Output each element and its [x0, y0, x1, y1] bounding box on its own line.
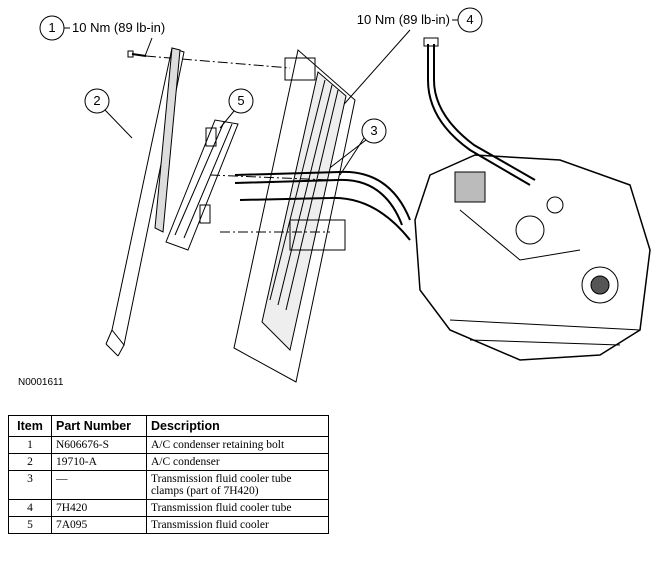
figure-id: N0001611: [18, 377, 64, 388]
table-row: 1 N606676-S A/C condenser retaining bolt: [8, 436, 329, 454]
header-part-number: Part Number: [51, 415, 147, 437]
table-row: 3 — Transmission fluid cooler tube clamp…: [8, 470, 329, 500]
row-item: 3: [8, 470, 52, 500]
row-item: 4: [8, 499, 52, 517]
row-part-number: —: [51, 470, 147, 500]
row-item: 1: [8, 436, 52, 454]
row-description: A/C condenser retaining bolt: [146, 436, 329, 454]
row-part-number: N606676-S: [51, 436, 147, 454]
row-item: 5: [8, 516, 52, 534]
transmission-drawing: [414, 154, 651, 361]
callout-1: [39, 15, 153, 57]
row-description: Transmission fluid cooler tube: [146, 499, 329, 517]
parts-table: Item Part Number Description 1 N606676-S…: [8, 415, 329, 534]
callout-1-torque-label: 10 Nm (89 lb-in): [72, 20, 165, 35]
row-description: Transmission fluid cooler: [146, 516, 329, 534]
callout-4-number: 4: [466, 12, 473, 27]
callout-5-number: 5: [237, 93, 244, 108]
cooler-tubes-drawing: [234, 37, 536, 241]
header-item: Item: [8, 415, 52, 437]
row-description: A/C condenser: [146, 453, 329, 471]
row-item: 2: [8, 453, 52, 471]
exploded-view-illustration: 1 10 Nm (89 lb-in) 4 10 Nm (89 lb-in) 2 …: [39, 7, 651, 383]
row-part-number: 7A095: [51, 516, 147, 534]
table-header-row: Item Part Number Description: [8, 415, 329, 437]
callout-4-torque-label: 10 Nm (89 lb-in): [357, 12, 450, 27]
table-row: 2 19710-A A/C condenser: [8, 453, 329, 471]
callout-1-number: 1: [48, 20, 55, 35]
table-row: 4 7H420 Transmission fluid cooler tube: [8, 499, 329, 517]
row-part-number: 7H420: [51, 499, 147, 517]
callout-2-number: 2: [93, 93, 100, 108]
ac-condenser-drawing: [105, 47, 185, 357]
callout-5: [219, 88, 254, 129]
callout-2: [84, 88, 133, 139]
radiator-assembly-drawing: [209, 49, 356, 383]
callout-3-number: 3: [370, 123, 377, 138]
header-description: Description: [146, 415, 329, 437]
fluid-cooler-drawing: [165, 119, 239, 251]
row-part-number: 19710-A: [51, 453, 147, 471]
table-row: 5 7A095 Transmission fluid cooler: [8, 516, 329, 534]
condenser-bolt: [127, 50, 291, 69]
row-description: Transmission fluid cooler tube clamps (p…: [146, 470, 329, 500]
